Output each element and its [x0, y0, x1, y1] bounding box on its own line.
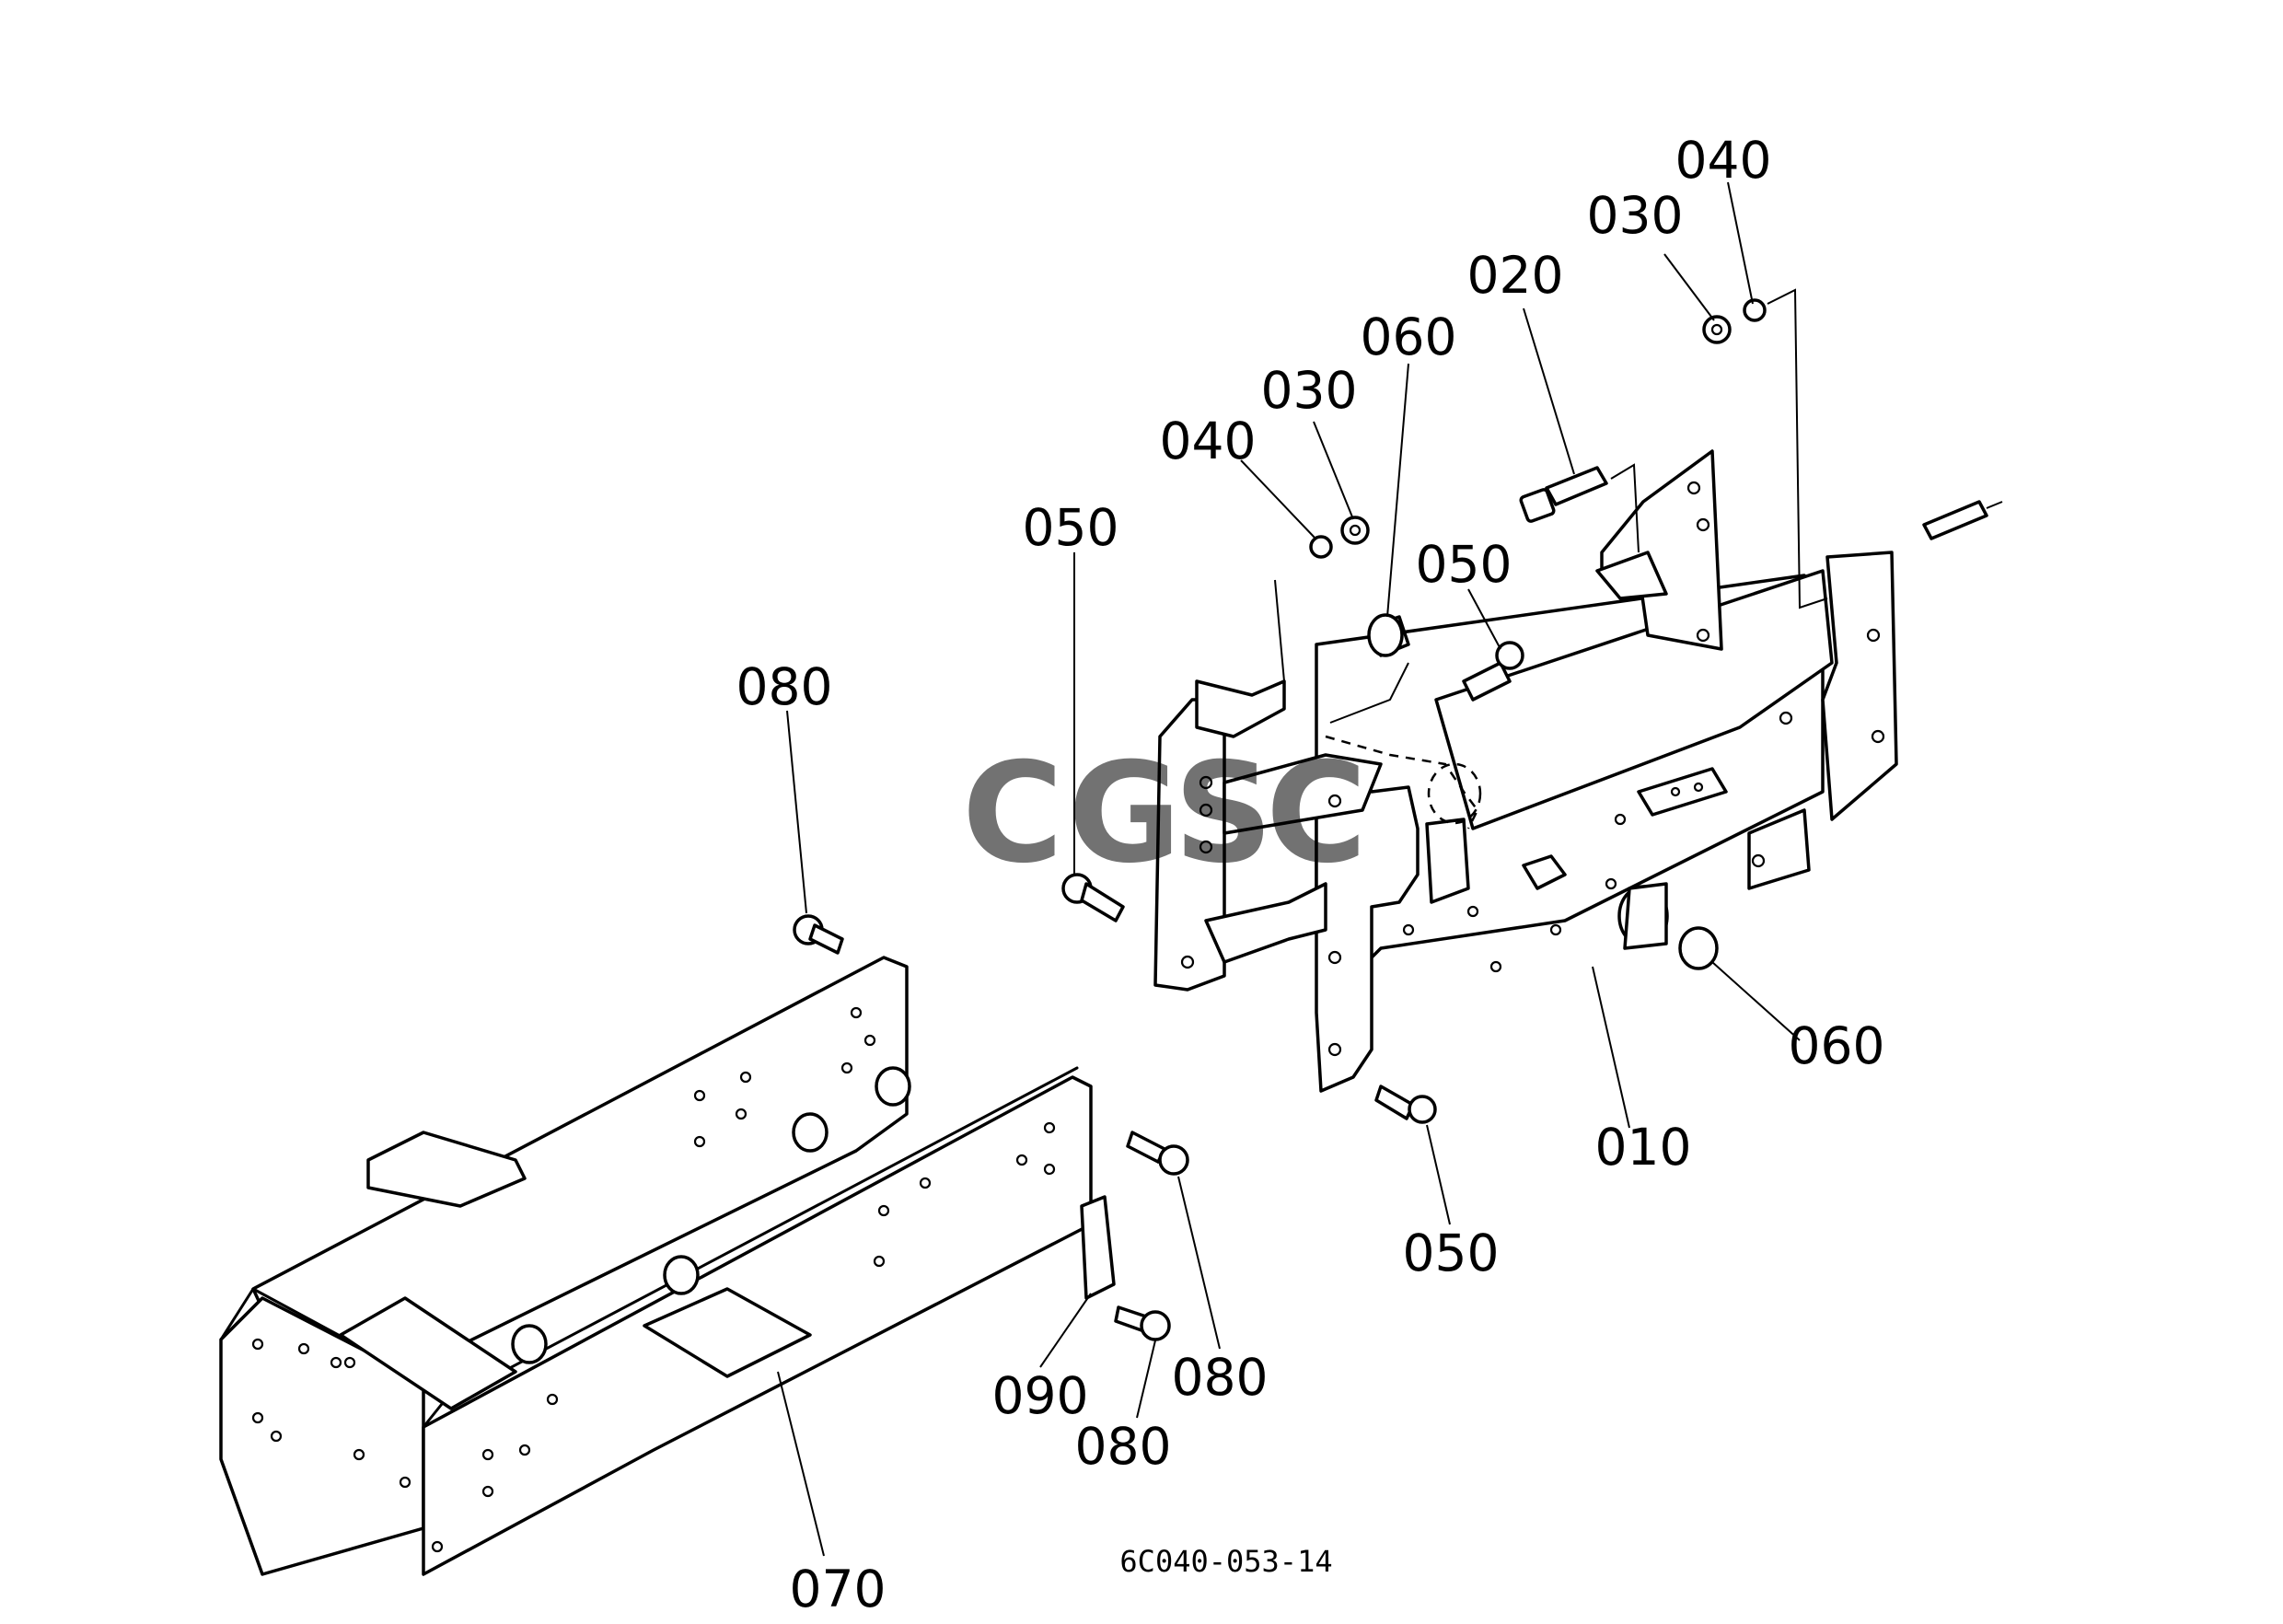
callout-090: 090	[992, 1366, 1089, 1425]
watermark-letter-s: S	[1174, 734, 1273, 894]
collar-060-top-icon	[1367, 613, 1410, 657]
callout-010: 010	[1595, 1118, 1692, 1177]
callout-040-mid: 040	[1160, 412, 1257, 470]
callout-020: 020	[1467, 246, 1564, 305]
washer-040-icon	[1743, 298, 1767, 322]
bolt-050-left-icon	[1061, 873, 1125, 922]
fasteners	[793, 298, 2003, 1341]
front-frame-holes	[251, 1006, 1056, 1553]
callout-080-right: 080	[1172, 1348, 1269, 1407]
callout-060-top: 060	[1361, 307, 1457, 366]
bolt-080-top-icon	[793, 914, 844, 955]
watermark-letter-c2: C	[1266, 734, 1367, 894]
stud-icon	[1922, 500, 1988, 540]
bolt-050-mid-icon	[1462, 641, 1524, 702]
callout-050-left: 050	[1023, 498, 1119, 557]
collar-060-right-icon	[1678, 926, 1719, 970]
watermark-letter-c1: C	[962, 734, 1063, 894]
callout-070: 070	[790, 1560, 887, 1618]
callout-060-right: 060	[1789, 1016, 1885, 1075]
callout-080-top: 080	[736, 657, 833, 716]
callout-050-mid: 050	[1416, 535, 1512, 594]
frame-holes	[1180, 481, 1885, 1057]
front-frame-070	[219, 956, 1116, 1576]
watermark-logo: C G S C	[962, 734, 1367, 894]
bolt-080-bottom-icon	[1114, 1305, 1171, 1341]
bolt-080-right-icon	[1126, 1131, 1189, 1176]
callout-labels: 040 030 020 060 030 040 050 050 080 060 …	[736, 131, 1885, 1618]
callout-080-bottom: 080	[1075, 1417, 1172, 1476]
bolt-050-bottom-icon	[1374, 1085, 1437, 1124]
callout-030-mid: 030	[1261, 361, 1358, 420]
drawing-number: 6C040-053-14	[1119, 1544, 1332, 1579]
callout-050-bottom: 050	[1403, 1224, 1500, 1282]
callout-030-top: 030	[1587, 186, 1684, 245]
washer-040-mid-icon	[1309, 535, 1333, 559]
watermark-letter-g: G	[1068, 734, 1181, 894]
leader-lines	[777, 181, 1828, 1557]
rear-frame-010	[1153, 449, 1898, 1093]
bolt-020-icon	[1519, 466, 1608, 523]
callout-040-top: 040	[1675, 131, 1772, 190]
